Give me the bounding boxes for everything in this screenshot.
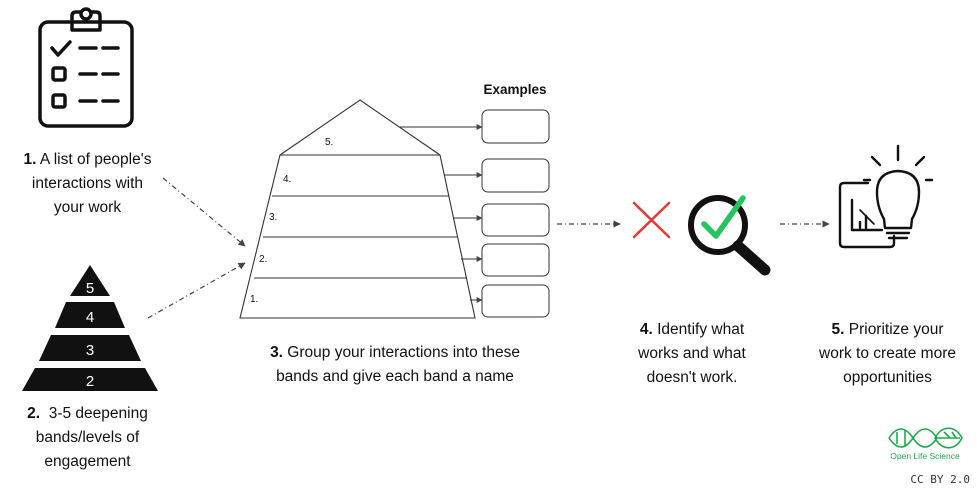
step-1-caption: 1. A list of people's interactions with … — [10, 148, 165, 220]
step-3-caption: 3. Group your interactions into these ba… — [230, 341, 560, 389]
band-label-5: 5. — [325, 137, 333, 148]
open-life-science-logo — [888, 427, 963, 449]
examples-heading: Examples — [483, 82, 547, 97]
step-3-text-line2: bands and give each band a name — [276, 368, 514, 385]
pyramid-level-3 — [39, 335, 141, 361]
arrow-step2-to-step3 — [147, 262, 246, 319]
magnifier-check-icon — [688, 195, 771, 276]
step-5-text-line1: Prioritize your — [844, 321, 944, 338]
example-box-1 — [481, 284, 550, 318]
pyramid-label-3: 3 — [86, 342, 94, 359]
step-2-caption: 2. 3-5 deepening bands/levels of engagem… — [10, 402, 165, 474]
band-label-4: 4. — [283, 174, 291, 185]
license-label: CC BY 2.0 — [910, 473, 970, 486]
logo-text: Open Life Science — [890, 451, 960, 461]
step-5-text-line3: opportunities — [843, 369, 932, 386]
step-1-text-line2: interactions with — [31, 175, 144, 192]
step-2-text-line3: engagement — [44, 453, 131, 470]
step-5-caption: 5. Prioritize your work to create more o… — [800, 318, 975, 390]
lightbulb-chart-icon — [838, 144, 934, 249]
step-4-text-line3: doesn't work. — [646, 369, 738, 386]
step-2-text-line1: 3-5 deepening — [40, 405, 148, 422]
pyramid-label-2: 2 — [86, 373, 94, 390]
pyramid-label-5: 5 — [86, 280, 94, 297]
clipboard-checklist-icon — [38, 7, 134, 128]
band-pyramid — [239, 99, 476, 319]
band-label-3: 3. — [269, 212, 277, 223]
step-3-text-line1: Group your interactions into these — [283, 344, 520, 361]
cross-icon — [632, 201, 671, 239]
example-box-5 — [481, 109, 550, 144]
step-4-caption: 4. Identify what works and what doesn't … — [617, 318, 767, 390]
step-2-text-line2: bands/levels of — [35, 429, 140, 446]
step-4-number: 4. — [639, 321, 653, 338]
step-1-text-line1: A list of people's — [36, 151, 152, 168]
band-label-2: 2. — [259, 254, 267, 265]
example-box-3 — [481, 203, 550, 237]
arrow-step1-to-step3 — [162, 177, 246, 247]
example-box-2 — [481, 243, 550, 277]
step-2-number: 2. — [27, 405, 41, 422]
step-4-text-line1: Identify what — [652, 321, 745, 338]
step-4-text-line2: works and what — [638, 345, 746, 362]
pyramid-level-4 — [55, 302, 125, 328]
step-1-text-line3: your work — [53, 199, 122, 216]
example-box-4 — [481, 158, 550, 193]
pyramid-level-5 — [70, 265, 110, 296]
band-label-1: 1. — [250, 294, 258, 305]
pyramid-label-4: 4 — [86, 309, 94, 326]
engagement-pyramid: 5 4 3 2 — [22, 265, 158, 391]
step-3-number: 3. — [270, 344, 283, 361]
step-5-text-line2: work to create more — [819, 345, 956, 362]
pyramid-level-2 — [22, 368, 158, 391]
step-5-number: 5. — [831, 321, 845, 338]
step-1-number: 1. — [23, 151, 37, 168]
